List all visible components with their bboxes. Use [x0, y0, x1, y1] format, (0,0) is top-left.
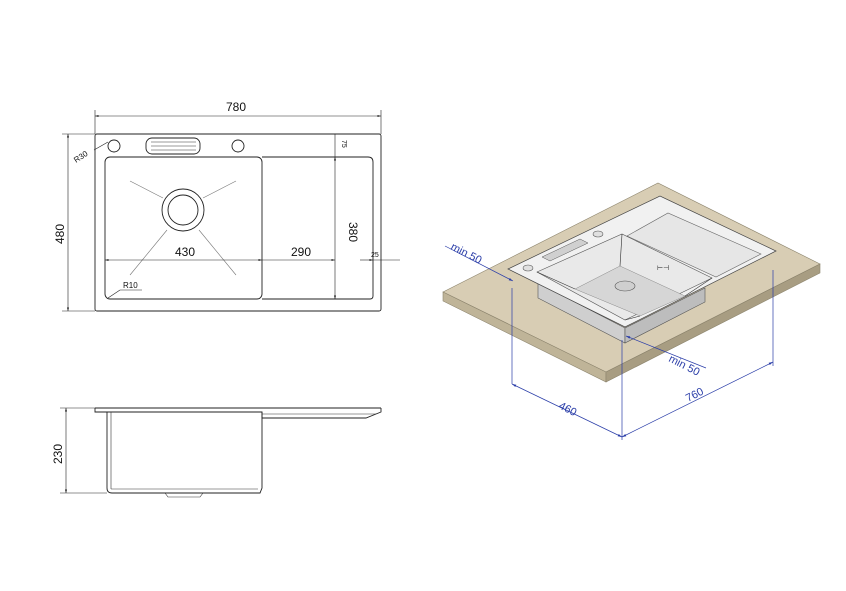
top-view: 780 480 430 290 380 75 25 R30 R10 [53, 100, 400, 312]
side-view: 230 [51, 407, 382, 498]
drain-outer [161, 188, 205, 232]
label-r10: R10 [123, 281, 138, 290]
countertop-front-right [605, 263, 821, 383]
iso-drain [614, 280, 636, 292]
label-min-right: min 50 [667, 353, 702, 379]
drain-inner [167, 194, 199, 226]
dim-width: 780 [226, 100, 246, 114]
label-min-left: min 50 [449, 241, 484, 267]
svg-text:⊢⊣: ⊢⊣ [657, 265, 669, 272]
tap-hole-right [231, 139, 245, 153]
dim-edge-side: 25 [371, 252, 379, 259]
tap-hole-left [107, 139, 121, 153]
accessory-slot [145, 137, 201, 155]
label-r30: R30 [72, 149, 90, 165]
dim-depth: 230 [51, 444, 65, 464]
iso-tap-hole-right [592, 230, 604, 238]
dim-cutout-depth: 460 [557, 400, 579, 419]
dim-height: 480 [53, 224, 67, 244]
dim-drainer-width: 290 [291, 245, 311, 259]
dim-bowl-width: 430 [175, 245, 195, 259]
drainer-area [626, 212, 762, 278]
iso-accessory-slot [541, 238, 589, 262]
dim-edge-top: 75 [340, 140, 347, 148]
bowl-outline [104, 156, 263, 300]
iso-view: ⊢⊣ min 50 min 50 460 760 [442, 182, 821, 440]
iso-tap-hole-left [522, 264, 534, 272]
sink-outline [94, 133, 382, 312]
bowl-side-profile [106, 412, 263, 494]
dim-cutout-width: 760 [684, 386, 706, 405]
drainer-outline [262, 156, 374, 300]
dim-inner-height: 380 [346, 222, 360, 242]
